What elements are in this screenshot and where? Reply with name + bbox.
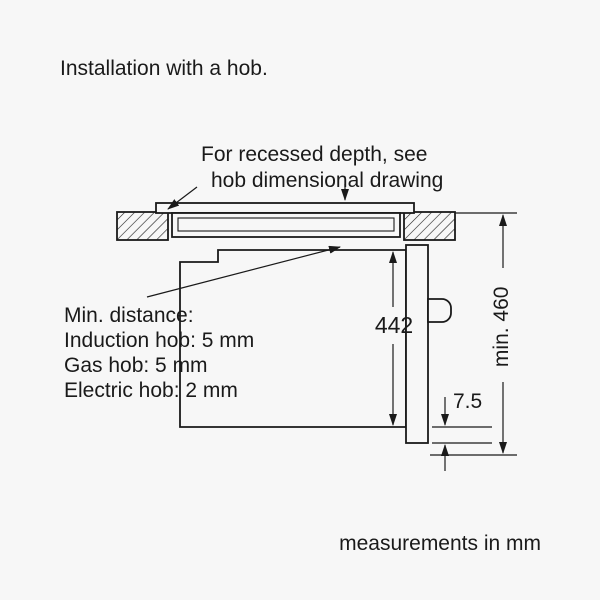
oven-front-frame (405, 244, 429, 444)
hob-body (171, 212, 401, 238)
oven (179, 244, 452, 444)
recessed-depth-note-line2: hob dimensional drawing (211, 169, 444, 192)
dimension-label-442: 442 (374, 312, 414, 338)
min-distance-note: Min. distance: Induction hob: 5 mm Gas h… (64, 303, 254, 403)
page-title: Installation with a hob. (60, 57, 268, 80)
hob (155, 202, 415, 238)
dimension-lines (146, 184, 507, 471)
recessed-depth-arrow-left (167, 186, 198, 210)
worktop (116, 211, 456, 241)
min-distance-induction: Induction hob: 5 mm (64, 329, 255, 352)
recessed-depth-note-line1: For recessed depth, see (201, 143, 428, 166)
dimension-label-min-460: min. 460 (490, 286, 514, 368)
worktop-left-section (116, 211, 169, 241)
hob-flange (155, 202, 415, 214)
measurements-note: measurements in mm (339, 532, 541, 555)
min-distance-heading: Min. distance: (64, 304, 194, 327)
hob-inner-detail (177, 217, 395, 232)
dimension-label-7-5: 7.5 (453, 390, 483, 413)
worktop-right-section (403, 211, 456, 241)
min-distance-leader-arrow (146, 245, 341, 298)
oven-hinge-knob (427, 298, 452, 323)
min-distance-electric: Electric hob: 2 mm (64, 379, 238, 402)
min-distance-gas: Gas hob: 5 mm (64, 354, 208, 377)
